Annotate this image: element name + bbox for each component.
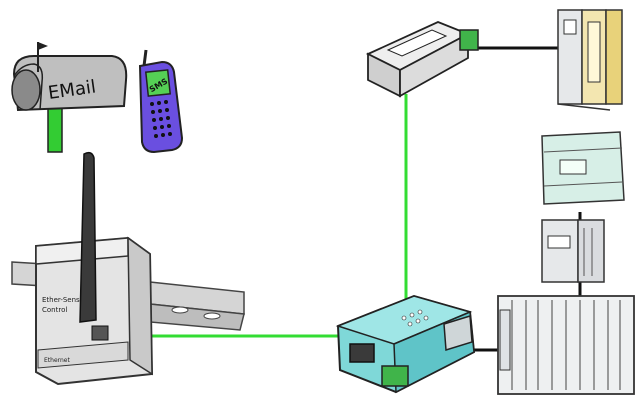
plc-small-module	[541, 219, 605, 283]
router-brand-label: Ether-Sens	[42, 296, 80, 304]
adapter-green-connector	[459, 29, 479, 51]
plc-logo-module	[541, 131, 625, 205]
router-model-label: Control	[42, 306, 67, 314]
wireless-router: Ether-Sens Control Ethernet	[35, 151, 154, 386]
plc-s7-400-rack	[497, 295, 635, 395]
router-port-label: Ethernet	[44, 357, 70, 364]
gateway-sub-d-connector	[443, 315, 473, 351]
router-ethernet-port	[91, 325, 109, 341]
phone-screen	[144, 69, 172, 97]
ethernet-mpi-gateway	[335, 294, 476, 394]
mailbox-body	[12, 55, 128, 112]
mpi-serial-adapter	[365, 21, 479, 98]
router-antenna	[79, 151, 97, 323]
mailbox: EMail	[11, 42, 128, 153]
mailbox-flag	[38, 42, 48, 50]
gateway-ethernet-port	[349, 343, 375, 363]
phone-keypad	[150, 100, 172, 138]
gateway-green-terminal	[381, 365, 409, 387]
plc-s7-300-top	[557, 9, 623, 111]
mobile-phone: SMS	[138, 49, 184, 154]
